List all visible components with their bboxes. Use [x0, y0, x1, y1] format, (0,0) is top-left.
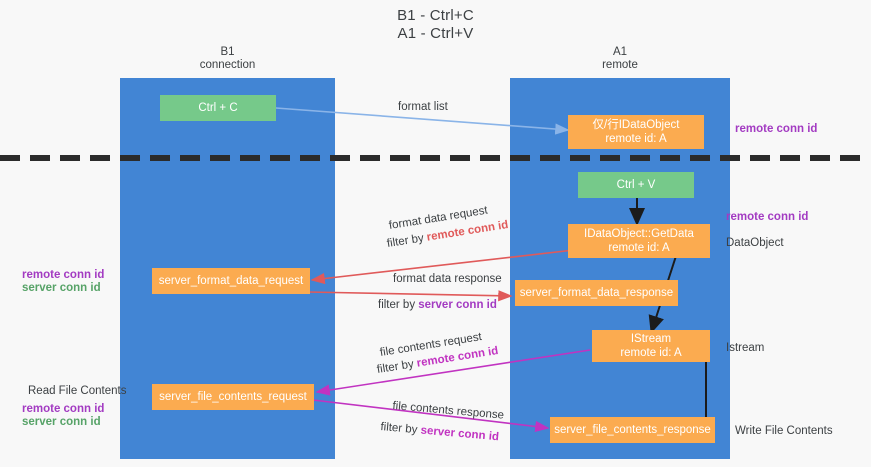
node-server-file-contents-response-label: server_file_contents_response — [554, 424, 711, 436]
annotation-right-istream: Istream — [726, 342, 765, 354]
divider-dash — [120, 155, 140, 161]
node-server-format-data-request-label: server_format_data_request — [158, 275, 304, 287]
edge-label-format-list: format list — [398, 101, 448, 113]
lane-header-a1-role: remote — [602, 59, 638, 71]
node-getdata-line1: IDataObject::GetData — [584, 228, 694, 240]
annotation-left-remote-conn-id-mid: remote conn id — [22, 269, 105, 281]
node-server-format-data-response[interactable]: server_format_data_response — [515, 280, 678, 306]
lane-header-a1: A1 remote — [510, 46, 730, 72]
node-ctrl-c[interactable]: Ctrl + C — [160, 95, 276, 121]
divider-dash — [630, 155, 650, 161]
lane-header-b1: B1 connection — [120, 46, 335, 72]
edge-label-file-contents-response: file contents response — [391, 400, 505, 422]
node-idataobject[interactable]: 仅/行IDataObject remote id: A — [568, 115, 704, 149]
annotation-left-read-file-contents: Read File Contents — [28, 385, 127, 397]
divider-dash — [30, 155, 50, 161]
filter-key-server-conn-id: server conn id — [420, 424, 500, 444]
divider-dash — [660, 155, 680, 161]
divider-dash — [390, 155, 410, 161]
divider-dash — [150, 155, 170, 161]
node-istream[interactable]: IStream remote id: A — [592, 330, 710, 362]
divider-dash — [180, 155, 200, 161]
edge-label-format-data-response-filter: filter by server conn id — [378, 299, 497, 311]
divider-dash — [780, 155, 800, 161]
divider-dash — [810, 155, 830, 161]
filter-key-server-conn-id: server conn id — [418, 299, 497, 311]
divider-dash — [360, 155, 380, 161]
node-istream-line1: IStream — [630, 333, 672, 345]
filter-prefix: filter by — [378, 299, 419, 311]
annotation-right-remote-conn-id-top: remote conn id — [735, 123, 818, 135]
edge-label-file-contents-response-filter: filter by server conn id — [380, 421, 499, 443]
divider-dash — [420, 155, 440, 161]
divider-dash — [540, 155, 560, 161]
divider-dash — [690, 155, 710, 161]
node-idataobject-line2: remote id: A — [605, 133, 667, 145]
lane-header-a1-name: A1 — [612, 46, 628, 58]
annotation-right-remote-conn-id-mid: remote conn id — [726, 211, 809, 223]
node-ctrl-v[interactable]: Ctrl + V — [578, 172, 694, 198]
diagram-title-line-1: B1 - Ctrl+C — [397, 7, 474, 24]
divider-dash — [600, 155, 620, 161]
edge-label-format-data-response: format data response — [393, 273, 502, 285]
annotation-left-server-conn-id-bottom: server conn id — [22, 416, 101, 428]
divider-dash — [510, 155, 530, 161]
divider-dash — [90, 155, 110, 161]
divider-dash — [270, 155, 290, 161]
divider-dash — [450, 155, 470, 161]
node-server-format-data-response-label: server_format_data_response — [519, 287, 674, 299]
divider-dash — [300, 155, 320, 161]
annotation-right-dataobject: DataObject — [726, 237, 784, 249]
divider-dash — [60, 155, 80, 161]
diagram-title-line-2: A1 - Ctrl+V — [397, 25, 474, 42]
annotation-left-server-conn-id-mid: server conn id — [22, 282, 101, 294]
node-server-file-contents-request[interactable]: server_file_contents_request — [152, 384, 314, 410]
node-server-file-contents-response[interactable]: server_file_contents_response — [550, 417, 715, 443]
annotation-right-write-file-contents: Write File Contents — [735, 425, 833, 437]
node-istream-line2: remote id: A — [620, 347, 682, 359]
divider-dash — [0, 155, 20, 161]
node-server-format-data-request[interactable]: server_format_data_request — [152, 268, 310, 294]
divider-dash — [840, 155, 860, 161]
node-idataobject-line1: 仅/行IDataObject — [592, 119, 680, 131]
divider-dash — [750, 155, 770, 161]
divider-dash — [330, 155, 350, 161]
divider-dash — [720, 155, 740, 161]
divider-dash — [240, 155, 260, 161]
divider-dash — [480, 155, 500, 161]
annotation-left-remote-conn-id-bottom: remote conn id — [22, 403, 105, 415]
filter-prefix: filter by — [379, 421, 422, 437]
filter-prefix: filter by — [376, 357, 418, 376]
node-getdata-line2: remote id: A — [608, 242, 670, 254]
lane-header-b1-name: B1 — [220, 46, 235, 58]
node-getdata[interactable]: IDataObject::GetData remote id: A — [568, 224, 710, 258]
node-ctrl-c-label: Ctrl + C — [198, 102, 238, 114]
node-ctrl-v-label: Ctrl + V — [616, 179, 656, 191]
divider-dash — [210, 155, 230, 161]
node-server-file-contents-request-label: server_file_contents_request — [159, 391, 307, 403]
filter-prefix: filter by — [386, 231, 428, 250]
lane-header-b1-role: connection — [199, 59, 256, 71]
divider-dash — [570, 155, 590, 161]
